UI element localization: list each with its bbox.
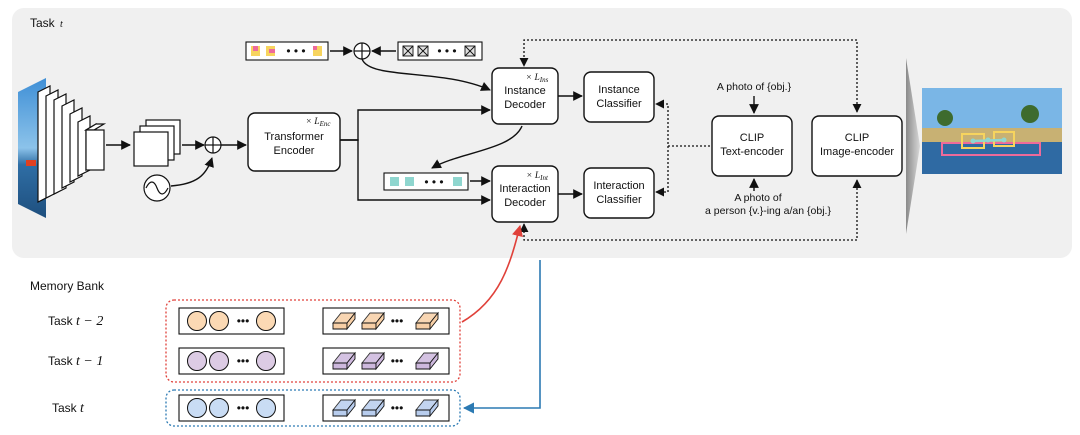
positional-embedding-tokens: • • • xyxy=(397,41,483,61)
svg-text:Interaction: Interaction xyxy=(593,180,644,192)
memory-ellipsis: ••• xyxy=(237,401,250,415)
svg-text:Text-encoder: Text-encoder xyxy=(720,146,784,158)
transformer-encoder-box: × LEnc Transformer Encoder xyxy=(247,112,341,172)
arrow-encoder-to-interaction-decoder xyxy=(340,139,491,205)
svg-text:× LInt: × LInt xyxy=(526,171,549,182)
memory-prism-token xyxy=(361,311,385,331)
memory-prism-token xyxy=(332,311,356,331)
memory-prism-token xyxy=(415,311,439,331)
arrow-sum-to-instance-decoder xyxy=(361,58,491,91)
interaction-classifier-box: Interaction Classifier xyxy=(583,167,655,219)
clip-text-encoder-box: CLIP Text-encoder xyxy=(711,115,793,177)
memory-current-task-border xyxy=(165,389,461,427)
svg-text:CLIP: CLIP xyxy=(740,132,764,144)
memory-prism-token xyxy=(332,398,356,418)
memory-ellipsis: ••• xyxy=(237,354,250,368)
memory-row-label: Task t xyxy=(52,401,85,416)
memory-circle-token xyxy=(209,351,229,371)
memory-circle-token xyxy=(187,398,207,418)
memory-bank-title: Memory Bank xyxy=(30,279,105,293)
memory-row: Task t ••• ••• xyxy=(52,394,450,422)
interaction-decoder-box: × LInt Interaction Decoder xyxy=(491,165,559,223)
memory-prism-token xyxy=(361,351,385,371)
svg-text:Instance: Instance xyxy=(598,84,640,96)
memory-ellipsis: ••• xyxy=(391,314,404,328)
arrow-memory-to-interaction-decoder xyxy=(461,224,523,323)
instance-query-tokens: • • • xyxy=(245,41,329,61)
transformer-encoder-label-2: Encoder xyxy=(274,145,315,157)
instance-classifier-box: Instance Classifier xyxy=(583,71,655,123)
feature-maps xyxy=(133,119,181,167)
memory-circle-token xyxy=(209,398,229,418)
svg-text:Classifier: Classifier xyxy=(596,194,642,206)
instance-decoder-label-1: Instance xyxy=(504,85,546,97)
output-image xyxy=(922,88,1062,174)
positional-encoding-icon xyxy=(143,174,171,202)
instance-decoder-label-2: Decoder xyxy=(504,99,546,111)
dotted-image-encoder-to-interaction-decoder xyxy=(519,179,862,241)
memory-old-tasks-border xyxy=(165,299,461,383)
arrow-posenc-to-sum xyxy=(170,157,214,187)
svg-text:• • •: • • • xyxy=(437,44,456,58)
arrow-instance-decoder-to-interaction-queries xyxy=(431,125,523,169)
memory-circle-token xyxy=(256,311,276,331)
svg-text:• • •: • • • xyxy=(286,44,305,58)
memory-row: Task t − 2 ••• ••• xyxy=(48,307,450,335)
memory-row-label: Task t − 2 xyxy=(48,314,103,329)
memory-ellipsis: ••• xyxy=(391,401,404,415)
arrow-task-to-memory xyxy=(462,260,541,414)
sum-node-encoder xyxy=(204,136,222,154)
memory-ellipsis: ••• xyxy=(237,314,250,328)
svg-text:Classifier: Classifier xyxy=(596,98,642,110)
svg-text:Image-encoder: Image-encoder xyxy=(820,146,894,158)
clip-image-encoder-box: CLIP Image-encoder xyxy=(811,115,903,177)
sum-node-queries xyxy=(353,42,371,60)
memory-prism-token xyxy=(415,351,439,371)
interaction-prompt-line1: A photo of xyxy=(734,192,781,204)
memory-circle-token xyxy=(187,351,207,371)
task-panel-title: Task t xyxy=(30,16,63,30)
memory-rows: Task t − 2 ••• ••• Task t − 1 ••• ••• Task t ••… xyxy=(48,307,450,422)
memory-prism-token xyxy=(415,398,439,418)
memory-circle-token xyxy=(256,398,276,418)
memory-row: Task t − 1 ••• ••• xyxy=(48,347,450,375)
svg-text:• • •: • • • xyxy=(424,175,443,189)
memory-ellipsis: ••• xyxy=(391,354,404,368)
svg-text:Decoder: Decoder xyxy=(504,197,546,209)
object-prompt-text: A photo of {obj.} xyxy=(717,81,792,93)
memory-prism-token xyxy=(332,351,356,371)
output-cone xyxy=(906,58,920,234)
svg-text:CLIP: CLIP xyxy=(845,132,869,144)
interaction-prompt-line2: a person {v.}-ing a/an {obj.} xyxy=(705,205,831,217)
transformer-encoder-label-1: Transformer xyxy=(264,131,324,143)
dotted-image-encoder-to-instance-decoder xyxy=(519,39,862,113)
svg-text:× LEnc: × LEnc xyxy=(306,117,332,128)
memory-circle-token xyxy=(209,311,229,331)
backbone-stack xyxy=(37,85,107,203)
memory-circle-token xyxy=(187,311,207,331)
memory-row-label: Task t − 1 xyxy=(48,354,103,369)
svg-text:Interaction: Interaction xyxy=(499,183,550,195)
instance-decoder-box: × LIns Instance Decoder xyxy=(491,67,559,125)
interaction-query-tokens: • • • xyxy=(383,172,469,191)
memory-circle-token xyxy=(256,351,276,371)
memory-prism-token xyxy=(361,398,385,418)
